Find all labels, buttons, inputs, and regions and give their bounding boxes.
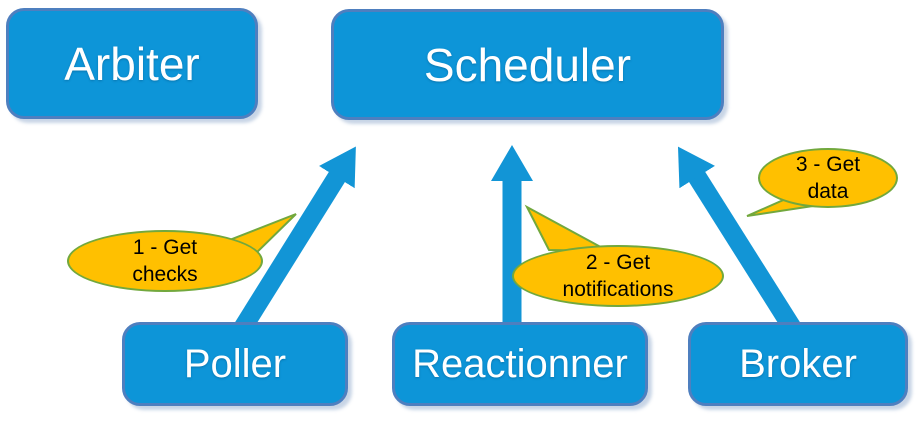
callout-get-data-line2: data [807,180,849,203]
callout-2-tail [524,204,609,252]
callout-get-notifications-line1: 2 - Get [585,251,651,274]
node-arbiter-label: Arbiter [64,37,200,90]
callout-get-notifications-line2: notifications [562,278,674,301]
node-poller: Poller [122,322,348,406]
arrow-broker-to-scheduler [677,146,802,335]
callout-get-data-line1: 3 - Get [795,153,861,176]
callout-get-checks-line2: checks [132,263,198,286]
node-reactionner-label: Reactionner [412,341,628,386]
callout-get-notifications: 2 - Get notifications [512,245,724,307]
callout-get-checks-line1: 1 - Get [132,236,198,259]
node-broker: Broker [688,322,908,406]
arrow-poller-to-scheduler [233,146,356,335]
node-scheduler-label: Scheduler [423,38,632,91]
node-broker-label: Broker [739,341,857,386]
callout-get-data: 3 - Get data [758,148,898,208]
node-reactionner: Reactionner [392,322,648,406]
node-arbiter: Arbiter [6,8,258,119]
callout-get-checks: 1 - Get checks [67,230,263,292]
node-poller-label: Poller [183,341,287,386]
node-scheduler: Scheduler [331,9,724,120]
